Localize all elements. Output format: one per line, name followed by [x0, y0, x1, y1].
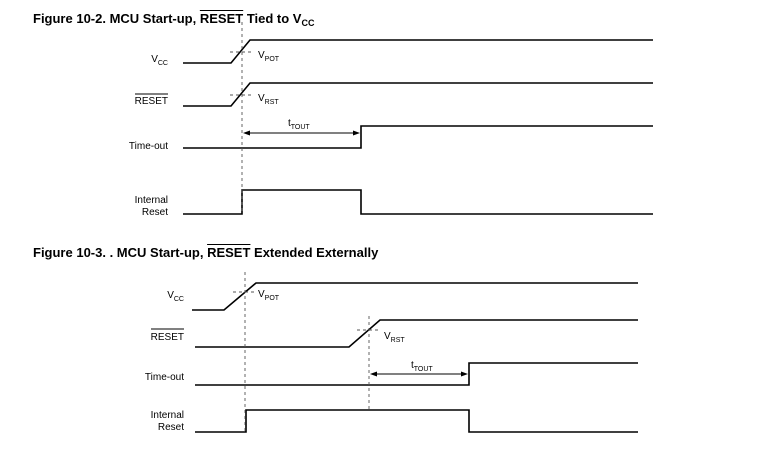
figure-10-3-diagram: VCC RESET Time-out Internal Reset VPOT V…: [145, 272, 638, 433]
fig2-reset-label2: Reset: [158, 422, 184, 433]
fig1-vrst-annotation: VRST: [258, 93, 279, 106]
fig2-timeout-label: Time-out: [145, 372, 184, 383]
fig1-internal-reset-wave: [183, 189, 653, 215]
fig2-vcc-label: VCC: [167, 290, 184, 303]
fig1-ttout-arrow: [243, 130, 360, 136]
fig2-reset-label: RESET: [151, 332, 184, 343]
fig2-vcc-wave: [192, 282, 638, 311]
fig2-vpot-annotation: VPOT: [258, 289, 280, 302]
fig2-vrst-annotation: VRST: [384, 331, 405, 344]
fig2-internal-label: Internal: [151, 410, 184, 421]
figure-10-3-title: Figure 10-3. . MCU Start-up, RESET Exten…: [33, 245, 379, 260]
fig2-ttout-arrow: [370, 371, 468, 377]
fig2-ttout-annotation: tTOUT: [411, 360, 433, 373]
fig1-timeout-wave: [183, 125, 653, 149]
fig2-timeout-wave: [195, 362, 638, 386]
fig1-internal-label: Internal: [135, 195, 168, 206]
fig2-reset-wave: [195, 319, 638, 348]
fig2-internal-reset-wave: [195, 409, 638, 433]
fig1-vcc-label: VCC: [151, 54, 168, 67]
fig1-reset-label2: Reset: [142, 207, 168, 218]
figure-10-2-diagram: VCC RESET Time-out Internal Reset VPOT V…: [129, 22, 653, 218]
fig1-reset-wave: [183, 82, 653, 107]
fig1-ttout-annotation: tTOUT: [288, 118, 310, 131]
fig1-timeout-label: Time-out: [129, 141, 168, 152]
figure-10-2-title: Figure 10-2. MCU Start-up, RESET Tied to…: [33, 11, 315, 28]
fig1-reset-label: RESET: [135, 96, 168, 107]
fig1-vpot-annotation: VPOT: [258, 50, 280, 63]
fig1-vcc-wave: [183, 39, 653, 64]
